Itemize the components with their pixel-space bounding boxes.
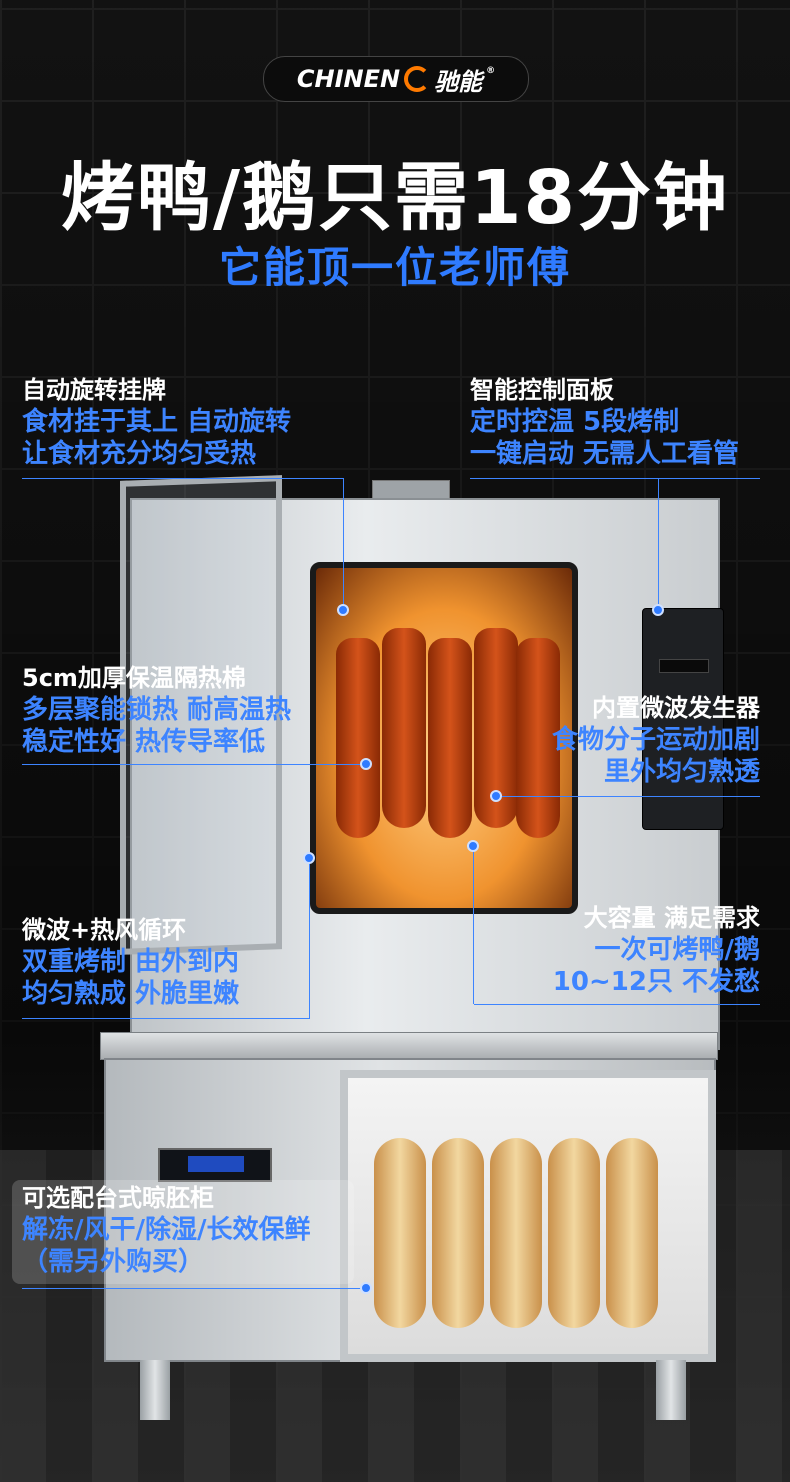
raw-goose [374, 1138, 426, 1328]
callout-capacity: 大容量 满足需求 一次可烤鸭/鹅 10~12只 不发愁 [553, 902, 760, 998]
raw-goose [490, 1138, 542, 1328]
callout-line: 稳定性好 热传导率低 [22, 727, 266, 757]
leader-line [658, 478, 659, 604]
callout-title: 大容量 满足需求 [583, 904, 760, 932]
callout-line: 食物分子运动加剧 [551, 725, 760, 755]
marker-dot [467, 840, 479, 852]
oven-window [310, 562, 578, 914]
callout-line: 多层聚能锁热 耐高温热 [22, 695, 292, 725]
roast-duck [336, 638, 380, 838]
cabinet-controller [158, 1148, 272, 1182]
callout-title: 可选配台式晾胚柜 [22, 1184, 214, 1212]
machine-leg [140, 1360, 170, 1420]
callout-insulation: 5cm加厚保温隔热棉 多层聚能锁热 耐高温热 稳定性好 热传导率低 [22, 662, 291, 758]
callout-rotate: 自动旋转挂牌 食材挂于其上 自动旋转 让食材充分均匀受热 [22, 374, 291, 470]
marker-dot [337, 604, 349, 616]
callout-background [12, 1180, 354, 1284]
logo-mark-icon [404, 66, 431, 92]
leader-line [470, 478, 760, 479]
raw-goose [606, 1138, 658, 1328]
leader-line [22, 478, 344, 479]
callout-line: 让食材充分均匀受热 [22, 439, 257, 469]
marker-dot [490, 790, 502, 802]
machine-leg [656, 1360, 686, 1420]
leader-line [343, 478, 344, 608]
brand-name: CHINEN [296, 65, 401, 93]
callout-title: 内置微波发生器 [592, 694, 760, 722]
oven-base [100, 1032, 718, 1060]
callout-line: 里外均匀熟透 [603, 757, 760, 787]
leader-line [309, 858, 310, 1018]
callout-cabinet: 可选配台式晾胚柜 解冻/风干/除湿/长效保鲜 （需另外购买） [22, 1182, 311, 1278]
raw-goose [432, 1138, 484, 1328]
marker-dot [652, 604, 664, 616]
leader-line [22, 1288, 366, 1289]
roast-duck [428, 638, 472, 838]
panel-display [659, 659, 709, 673]
oven-machine-image [100, 475, 724, 1420]
callout-title: 微波+热风循环 [22, 916, 187, 944]
callout-control-panel: 智能控制面板 定时控温 5段烤制 一键启动 无需人工看管 [470, 374, 739, 470]
registered-mark: ® [486, 66, 496, 76]
marker-dot [360, 1282, 372, 1294]
callout-line: （需另外购买） [22, 1247, 205, 1277]
callout-line: 一键启动 无需人工看管 [470, 439, 740, 469]
marker-dot [303, 852, 315, 864]
callout-title: 5cm加厚保温隔热棉 [22, 664, 246, 692]
callout-circulation: 微波+热风循环 双重烤制 由外到内 均匀熟成 外脆里嫩 [22, 914, 239, 1010]
callout-title: 自动旋转挂牌 [22, 376, 166, 404]
leader-line [496, 796, 760, 797]
roast-duck [516, 638, 560, 838]
control-panel [642, 608, 724, 830]
raw-goose [548, 1138, 600, 1328]
subline: 它能顶一位老师傅 [218, 243, 571, 292]
cabinet-window [340, 1070, 716, 1362]
brand-logo: CHINEN 驰能 ® [263, 56, 529, 102]
callout-line: 双重烤制 由外到内 [22, 947, 240, 977]
leader-line [474, 1004, 760, 1005]
oven-cabinet [130, 498, 724, 1050]
brand-cn: 驰能 [434, 67, 483, 96]
leader-line [22, 1018, 310, 1019]
callout-line: 10~12只 不发愁 [552, 967, 760, 997]
callout-line: 解冻/风干/除湿/长效保鲜 [22, 1215, 311, 1245]
controller-display [188, 1156, 244, 1172]
callout-line: 均匀熟成 外脆里嫩 [22, 979, 240, 1009]
callout-microwave: 内置微波发生器 食物分子运动加剧 里外均匀熟透 [552, 692, 760, 788]
leader-line [22, 764, 366, 765]
callout-line: 食材挂于其上 自动旋转 [22, 407, 292, 437]
marker-dot [360, 758, 372, 770]
roast-duck [382, 628, 426, 828]
callout-title: 智能控制面板 [470, 376, 614, 404]
callout-line: 一次可烤鸭/鹅 [594, 935, 761, 965]
leader-line [473, 846, 474, 1004]
callout-line: 定时控温 5段烤制 [470, 407, 680, 437]
proofing-cabinet [104, 1058, 716, 1362]
headline: 烤鸭/鹅只需18分钟 [60, 155, 729, 241]
